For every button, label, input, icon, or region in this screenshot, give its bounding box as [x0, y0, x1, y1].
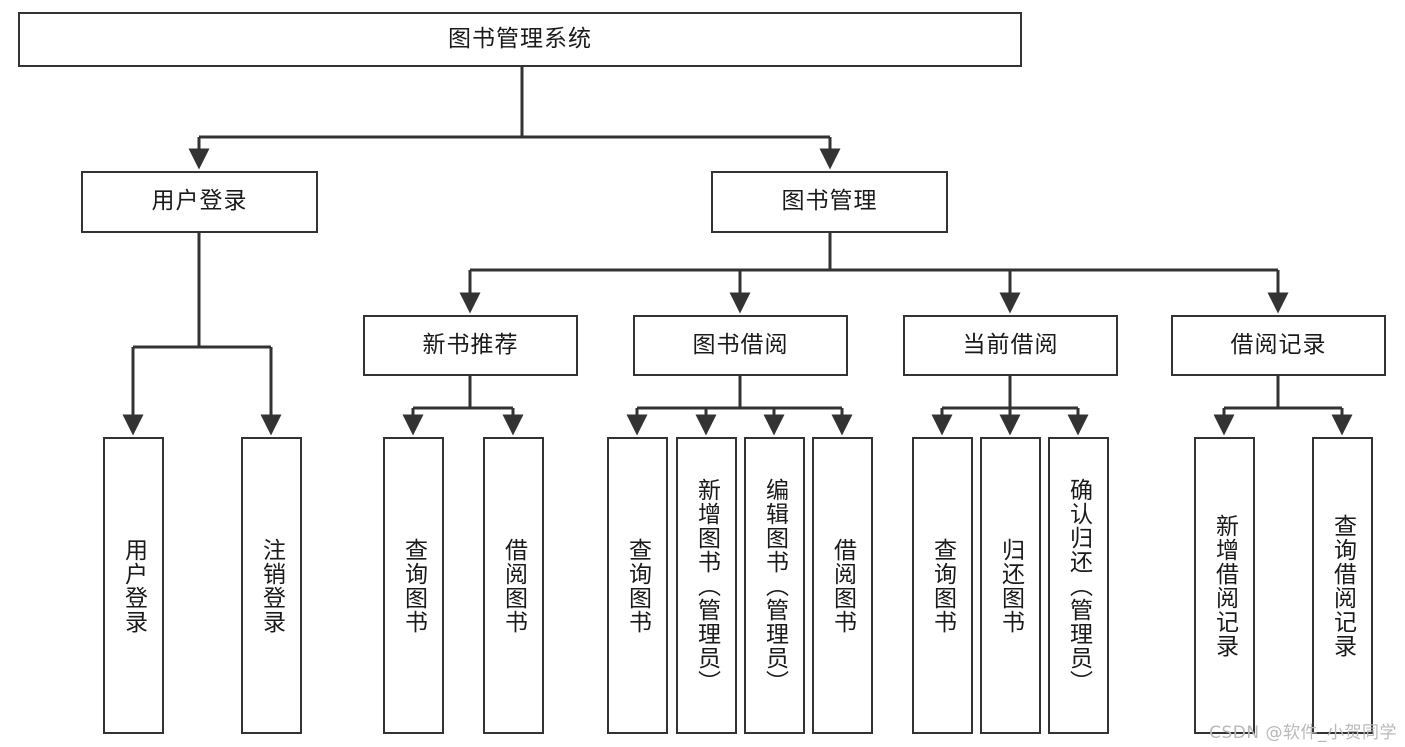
leaf-new-books-query[interactable]: 查询图书	[383, 437, 444, 734]
node-label: 用户登录	[120, 537, 147, 634]
node-label: 借阅图书	[500, 537, 527, 634]
node-label: 图书借阅	[692, 331, 789, 358]
leaf-user-login-signout[interactable]: 注销登录	[241, 437, 302, 734]
leaf-records-add-record[interactable]: 新增借阅记录	[1194, 437, 1255, 734]
node-label: 查询图书	[929, 537, 956, 634]
node-label: 编辑图书（管理员）	[761, 477, 788, 694]
node-user-login[interactable]: 用户登录	[81, 171, 318, 233]
node-label: 借阅记录	[1230, 331, 1327, 358]
node-label: 借阅图书	[829, 537, 856, 634]
node-label: 图书管理系统	[448, 25, 592, 52]
node-borrowing-records[interactable]: 借阅记录	[1171, 315, 1386, 376]
leaf-borrow-borrow-book[interactable]: 借阅图书	[812, 437, 873, 734]
leaf-current-confirm-return-admin[interactable]: 确认归还（管理员）	[1048, 437, 1109, 734]
node-label: 查询图书	[624, 537, 651, 634]
node-label: 当前借阅	[962, 331, 1059, 358]
node-label: 归还图书	[997, 537, 1024, 634]
leaf-user-login-signin[interactable]: 用户登录	[103, 437, 164, 734]
node-current-borrowing[interactable]: 当前借阅	[903, 315, 1118, 376]
node-root-book-management-system[interactable]: 图书管理系统	[18, 12, 1022, 67]
node-book-borrowing[interactable]: 图书借阅	[633, 315, 848, 376]
node-label: 图书管理	[781, 188, 878, 215]
node-new-book-recommendation[interactable]: 新书推荐	[363, 315, 578, 376]
leaf-borrow-edit-book-admin[interactable]: 编辑图书（管理员）	[744, 437, 805, 734]
leaf-current-query-book[interactable]: 查询图书	[912, 437, 973, 734]
node-book-management[interactable]: 图书管理	[711, 171, 948, 233]
node-label: 新增借阅记录	[1211, 513, 1238, 658]
leaf-borrow-query-book[interactable]: 查询图书	[607, 437, 668, 734]
node-label: 新增图书（管理员）	[693, 477, 720, 694]
node-label: 确认归还（管理员）	[1065, 477, 1092, 694]
leaf-records-query-record[interactable]: 查询借阅记录	[1312, 437, 1373, 734]
node-label: 注销登录	[258, 537, 285, 634]
node-label: 查询图书	[400, 537, 427, 634]
node-label: 新书推荐	[422, 331, 519, 358]
watermark-text: CSDN @软件_小贺同学	[1209, 723, 1397, 743]
leaf-current-return-book[interactable]: 归还图书	[980, 437, 1041, 734]
leaf-borrow-add-book-admin[interactable]: 新增图书（管理员）	[676, 437, 737, 734]
leaf-new-books-borrow[interactable]: 借阅图书	[483, 437, 544, 734]
node-label: 查询借阅记录	[1329, 513, 1356, 658]
node-label: 用户登录	[151, 188, 248, 215]
